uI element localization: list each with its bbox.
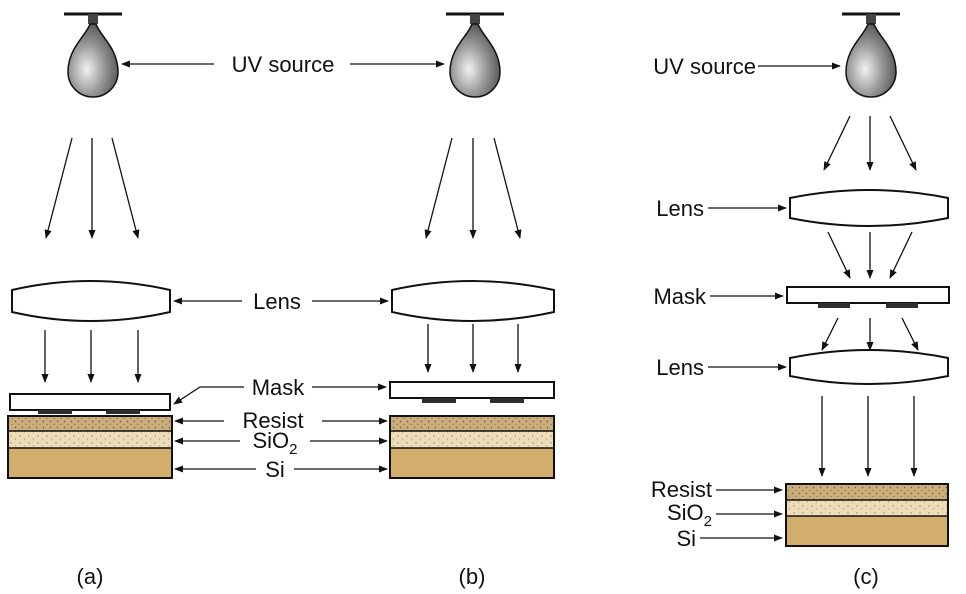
wafer-stack-c: [785, 483, 949, 547]
lens-c-upper: [789, 189, 949, 227]
wafer-stack-a: [7, 415, 173, 479]
lens-label-c-lower: Lens: [656, 355, 704, 380]
si-layer: [8, 448, 172, 478]
converging-rays-c: [827, 231, 913, 279]
mask-a: [9, 393, 171, 414]
si-layer: [786, 516, 948, 546]
diverging-rays-c: [821, 317, 919, 351]
uv-source-label-ab: UV source: [232, 52, 335, 77]
uv-bulb-c-icon: [842, 12, 900, 98]
uv-bulb-b-icon: [446, 12, 504, 98]
label-leaders: [121, 60, 841, 542]
wafer-stack-b: [389, 415, 555, 479]
resist-label-c: Resist: [651, 477, 712, 502]
lens-c-lower: [789, 349, 949, 385]
uv-rays-c: [823, 115, 917, 171]
lens-label-c-upper: Lens: [656, 196, 704, 221]
mask-label-ab: Mask: [252, 375, 306, 400]
caption-a: (a): [77, 564, 104, 589]
lens-label-ab: Lens: [253, 289, 301, 314]
si-label-ab: Si: [265, 457, 285, 482]
collimated-rays-b: [424, 324, 522, 373]
resist-label-ab: Resist: [242, 408, 303, 433]
si-label-c: Si: [676, 526, 696, 551]
uv-rays-b: [424, 137, 522, 239]
collimated-rays-a: [41, 330, 142, 383]
lens-b: [391, 280, 555, 322]
uv-rays-a: [44, 137, 140, 239]
uv-source-label-c: UV source: [653, 54, 756, 79]
mask-b: [389, 381, 555, 403]
uv-bulb-a-icon: [64, 12, 122, 98]
mask-label-c: Mask: [653, 284, 707, 309]
lens-a: [11, 280, 171, 322]
caption-b: (b): [459, 564, 486, 589]
sio2-label-c: SiO2: [667, 500, 712, 530]
caption-c: (c): [853, 564, 879, 589]
projected-rays-c: [818, 396, 918, 477]
si-layer: [390, 448, 554, 478]
mask-c: [786, 286, 950, 308]
sio2-label-ab: SiO2: [252, 428, 297, 458]
